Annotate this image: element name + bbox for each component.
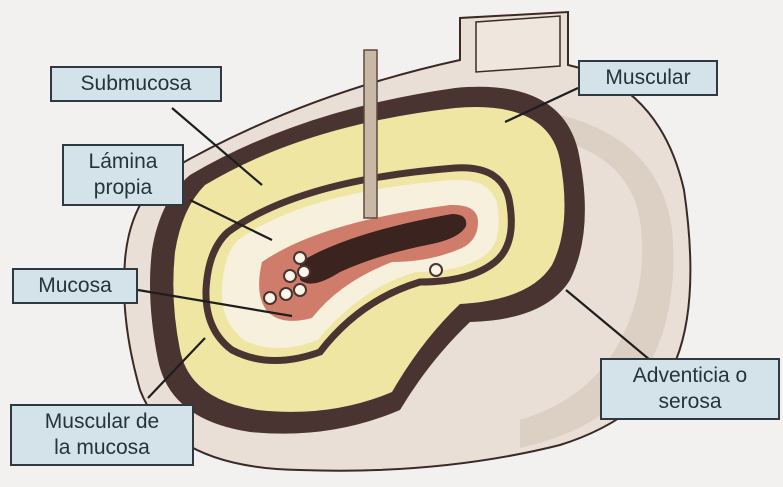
label-mucosa-text: Mucosa xyxy=(20,273,130,299)
label-mucosa: Mucosa xyxy=(12,268,138,304)
top-notch xyxy=(476,16,560,72)
label-submucosa-text: Submucosa xyxy=(58,71,214,97)
top-rod xyxy=(364,50,377,218)
label-lamina-propia-line2: propia xyxy=(70,175,176,201)
label-muscular-mucosa-line2: la mucosa xyxy=(18,435,186,461)
label-lamina-propia: Lámina propia xyxy=(62,144,184,206)
label-muscular-mucosa-line1: Muscular de xyxy=(18,409,186,435)
label-submucosa: Submucosa xyxy=(50,66,222,102)
label-lamina-propia-line1: Lámina xyxy=(70,149,176,175)
label-adventicia-line2: serosa xyxy=(608,389,772,415)
label-adventicia: Adventicia o serosa xyxy=(600,358,780,420)
label-muscular: Muscular xyxy=(578,60,718,96)
label-muscular-text: Muscular xyxy=(586,65,710,91)
label-muscular-mucosa: Muscular de la mucosa xyxy=(10,404,194,466)
label-adventicia-line1: Adventicia o xyxy=(608,363,772,389)
